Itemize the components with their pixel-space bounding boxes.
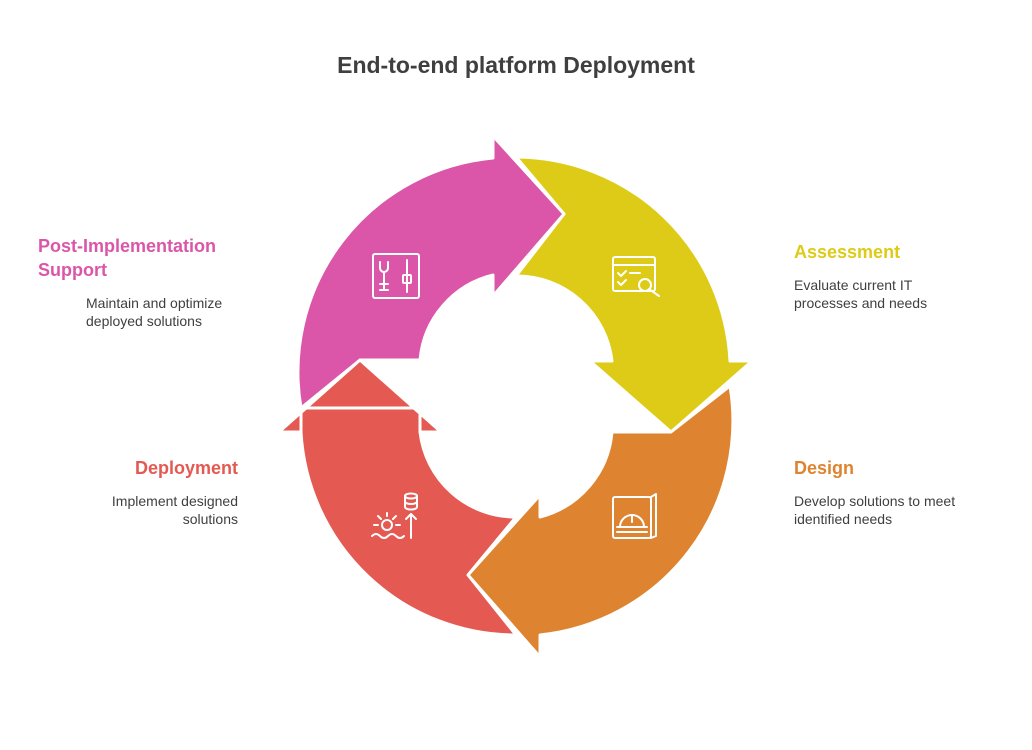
post-implementation-description: Maintain and optimize deployed solutions (86, 294, 222, 330)
deployment-arrow (277, 358, 518, 637)
assessment-title: Assessment (794, 242, 901, 262)
post-implementation-desc-line-1: Maintain and optimize (86, 295, 223, 311)
design-title: Design (794, 458, 855, 478)
design-desc-line-1: Develop solutions to meet (794, 493, 956, 509)
deployment-description: Implement designed solutions (38, 492, 238, 528)
checklist-search-icon (612, 256, 660, 297)
post-implementation-title-line-2: Support (38, 260, 107, 280)
post-implementation-desc-line-2: deployed solutions (86, 313, 202, 329)
deployment-desc-line-2: solutions (182, 511, 238, 527)
hardhat-blueprint-icon (612, 493, 657, 539)
post-implementation-title: Post-Implementation Support (38, 234, 216, 282)
tools-sliders-icon (372, 253, 420, 299)
assessment-description: Evaluate current IT processes and needs (794, 276, 927, 312)
deployment-title: Deployment (134, 458, 238, 478)
assessment-desc-line-1: Evaluate current IT (794, 277, 913, 293)
design-desc-line-2: identified needs (794, 511, 893, 527)
gear-database-upload-icon (371, 492, 418, 539)
deployment-desc-line-1: Implement designed (111, 493, 238, 509)
post-implementation-arrow (296, 134, 566, 410)
diagram-title: End-to-end platform Deployment (337, 52, 695, 78)
assessment-desc-line-2: processes and needs (794, 295, 928, 311)
assessment-arrow (514, 155, 754, 434)
deployment-arrow-head (277, 358, 443, 434)
design-arrow (466, 384, 735, 659)
design-description: Develop solutions to meet identified nee… (794, 492, 955, 528)
post-implementation-title-line-1: Post-Implementation (38, 236, 217, 256)
